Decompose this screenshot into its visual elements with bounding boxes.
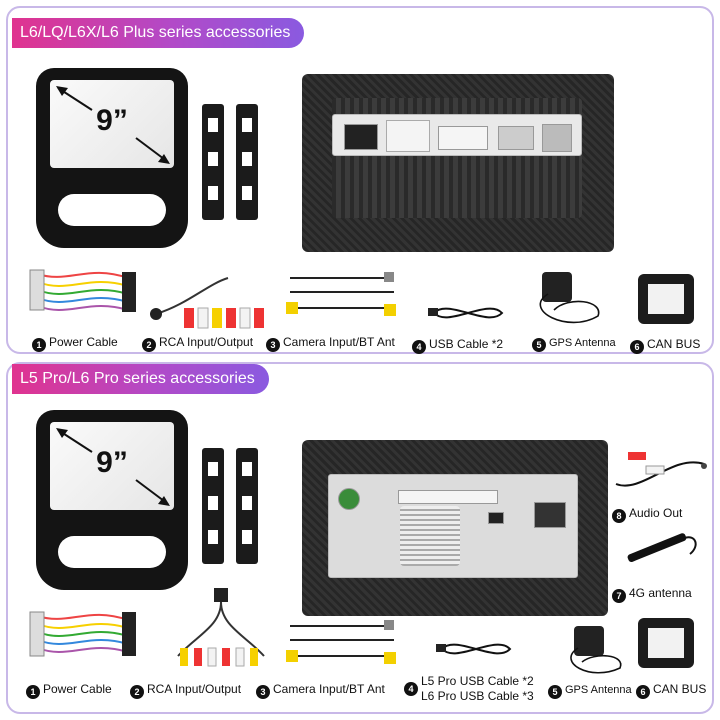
power-cable-image	[29, 269, 136, 312]
gps-antenna-image	[574, 626, 604, 656]
rear-connector	[488, 512, 504, 524]
rca-cable-image	[150, 277, 264, 329]
screen-display: 9”	[50, 422, 174, 510]
screen-size-label: 9”	[96, 104, 128, 137]
head-unit-screen: 9”	[36, 68, 188, 248]
camera-bt-cable-image	[286, 272, 396, 316]
mounting-bracket-right	[236, 448, 258, 564]
rear-label-sticker	[386, 120, 430, 152]
section-title: L5 Pro/L6 Pro series accessories	[12, 364, 269, 394]
mounting-bracket-right	[236, 104, 258, 220]
power-cable-image	[29, 611, 136, 657]
can-bus-box-image	[638, 618, 694, 668]
4g-antenna-image	[627, 533, 697, 563]
mounting-bracket-left	[202, 104, 224, 220]
rear-connector	[498, 126, 534, 150]
rear-connector	[398, 490, 498, 504]
diagonal-arrow-icon	[56, 428, 170, 506]
head-unit-screen: 9”	[36, 410, 188, 590]
item-label-usb: 4 L5 Pro USB Cable *2 L6 Pro USB Cable *…	[404, 674, 534, 704]
screen-display: 9”	[50, 80, 174, 168]
rear-connector	[338, 488, 360, 510]
can-bus-box-image	[638, 274, 694, 324]
usb-cable-image	[428, 307, 504, 319]
rear-connector	[534, 502, 566, 528]
section-l5-pro-accessories: L5 Pro/L6 Pro series accessories 9”	[6, 362, 714, 714]
gps-antenna-wire	[570, 647, 622, 674]
diagonal-arrow-icon	[56, 86, 170, 164]
usb-cable-image	[436, 643, 512, 655]
rca-cable-image	[177, 588, 265, 667]
gps-antenna-wire	[539, 293, 600, 324]
section-title: L6/LQ/L6X/L6 Plus series accessories	[12, 18, 305, 48]
rear-connector	[344, 124, 378, 150]
audio-out-cable-image	[615, 452, 707, 487]
screen-vent-cutout	[58, 536, 166, 568]
mounting-bracket-left	[202, 448, 224, 564]
section-l6-accessories: L6/LQ/L6X/L6 Plus series accessories 9”	[6, 6, 714, 354]
rear-cooling-fan	[400, 506, 460, 566]
camera-bt-cable-image	[286, 620, 396, 664]
screen-vent-cutout	[58, 194, 166, 226]
rear-panel-image	[302, 440, 608, 616]
screen-size-label: 9”	[96, 446, 128, 479]
rear-panel-image	[302, 74, 614, 252]
gps-antenna-image	[542, 272, 572, 302]
rear-connector	[542, 124, 572, 152]
rear-connector	[438, 126, 488, 150]
